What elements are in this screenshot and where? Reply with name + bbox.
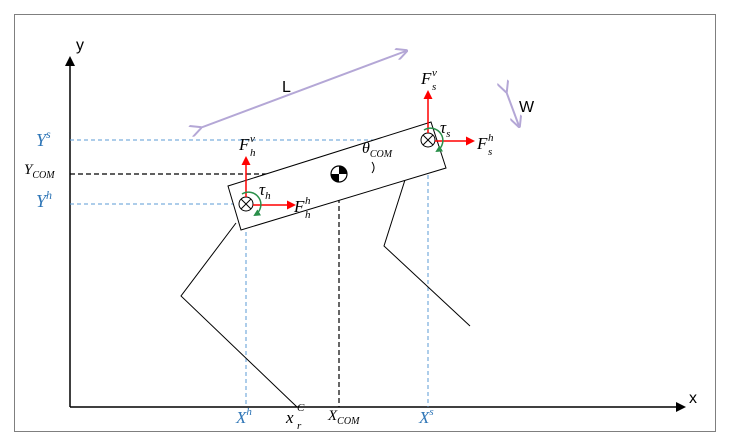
- xs-label: Xs: [418, 406, 434, 427]
- width-arrow: [506, 91, 519, 126]
- svg-text:F: F: [476, 134, 488, 153]
- figure-frame: [14, 14, 716, 432]
- theta-com-label: θCOM: [362, 140, 393, 160]
- svg-text:h: h: [305, 209, 311, 221]
- tauh-label: τh: [259, 180, 271, 202]
- svg-text:C: C: [297, 402, 305, 414]
- width-label: W: [519, 99, 535, 116]
- tauh-arc: [241, 191, 262, 217]
- hind-leg: [180, 222, 298, 408]
- svg-text:s: s: [432, 81, 436, 93]
- xh-label: Xh: [235, 406, 252, 427]
- svg-text:h: h: [488, 132, 494, 144]
- front-joint: [420, 132, 436, 148]
- svg-text:v: v: [250, 133, 255, 145]
- xcom-label: XCOM: [327, 408, 360, 427]
- svg-text:v: v: [432, 67, 437, 79]
- front-leg: [383, 160, 471, 327]
- ys-label: Ys: [36, 127, 51, 150]
- yh-label: Yh: [36, 188, 52, 211]
- x-axis-label: x: [689, 390, 697, 407]
- svg-text:h: h: [305, 195, 311, 207]
- svg-text:s: s: [488, 146, 492, 158]
- svg-text:F: F: [238, 135, 250, 154]
- svg-text:F: F: [293, 197, 305, 216]
- svg-text:r: r: [297, 420, 302, 432]
- svg-text:x: x: [285, 408, 294, 427]
- svg-text:F: F: [420, 69, 432, 88]
- fsh-label: F h s: [476, 132, 494, 158]
- taus-label: τs: [440, 118, 450, 140]
- svg-text:h: h: [250, 147, 256, 159]
- length-arrow: [200, 51, 406, 128]
- ycom-label: YCOM: [24, 162, 55, 181]
- fsv-label: F v s: [420, 67, 437, 93]
- fhv-label: F v h: [238, 133, 256, 159]
- y-axis-label: y: [76, 37, 84, 54]
- hind-joint: [238, 196, 254, 212]
- com-symbol: [330, 165, 348, 183]
- length-label: L: [282, 79, 291, 96]
- com-angle-arc: [371, 161, 375, 174]
- taus-arc: [423, 127, 444, 153]
- fhh-label: F h h: [293, 195, 311, 221]
- xrc-label: x C r: [285, 402, 305, 432]
